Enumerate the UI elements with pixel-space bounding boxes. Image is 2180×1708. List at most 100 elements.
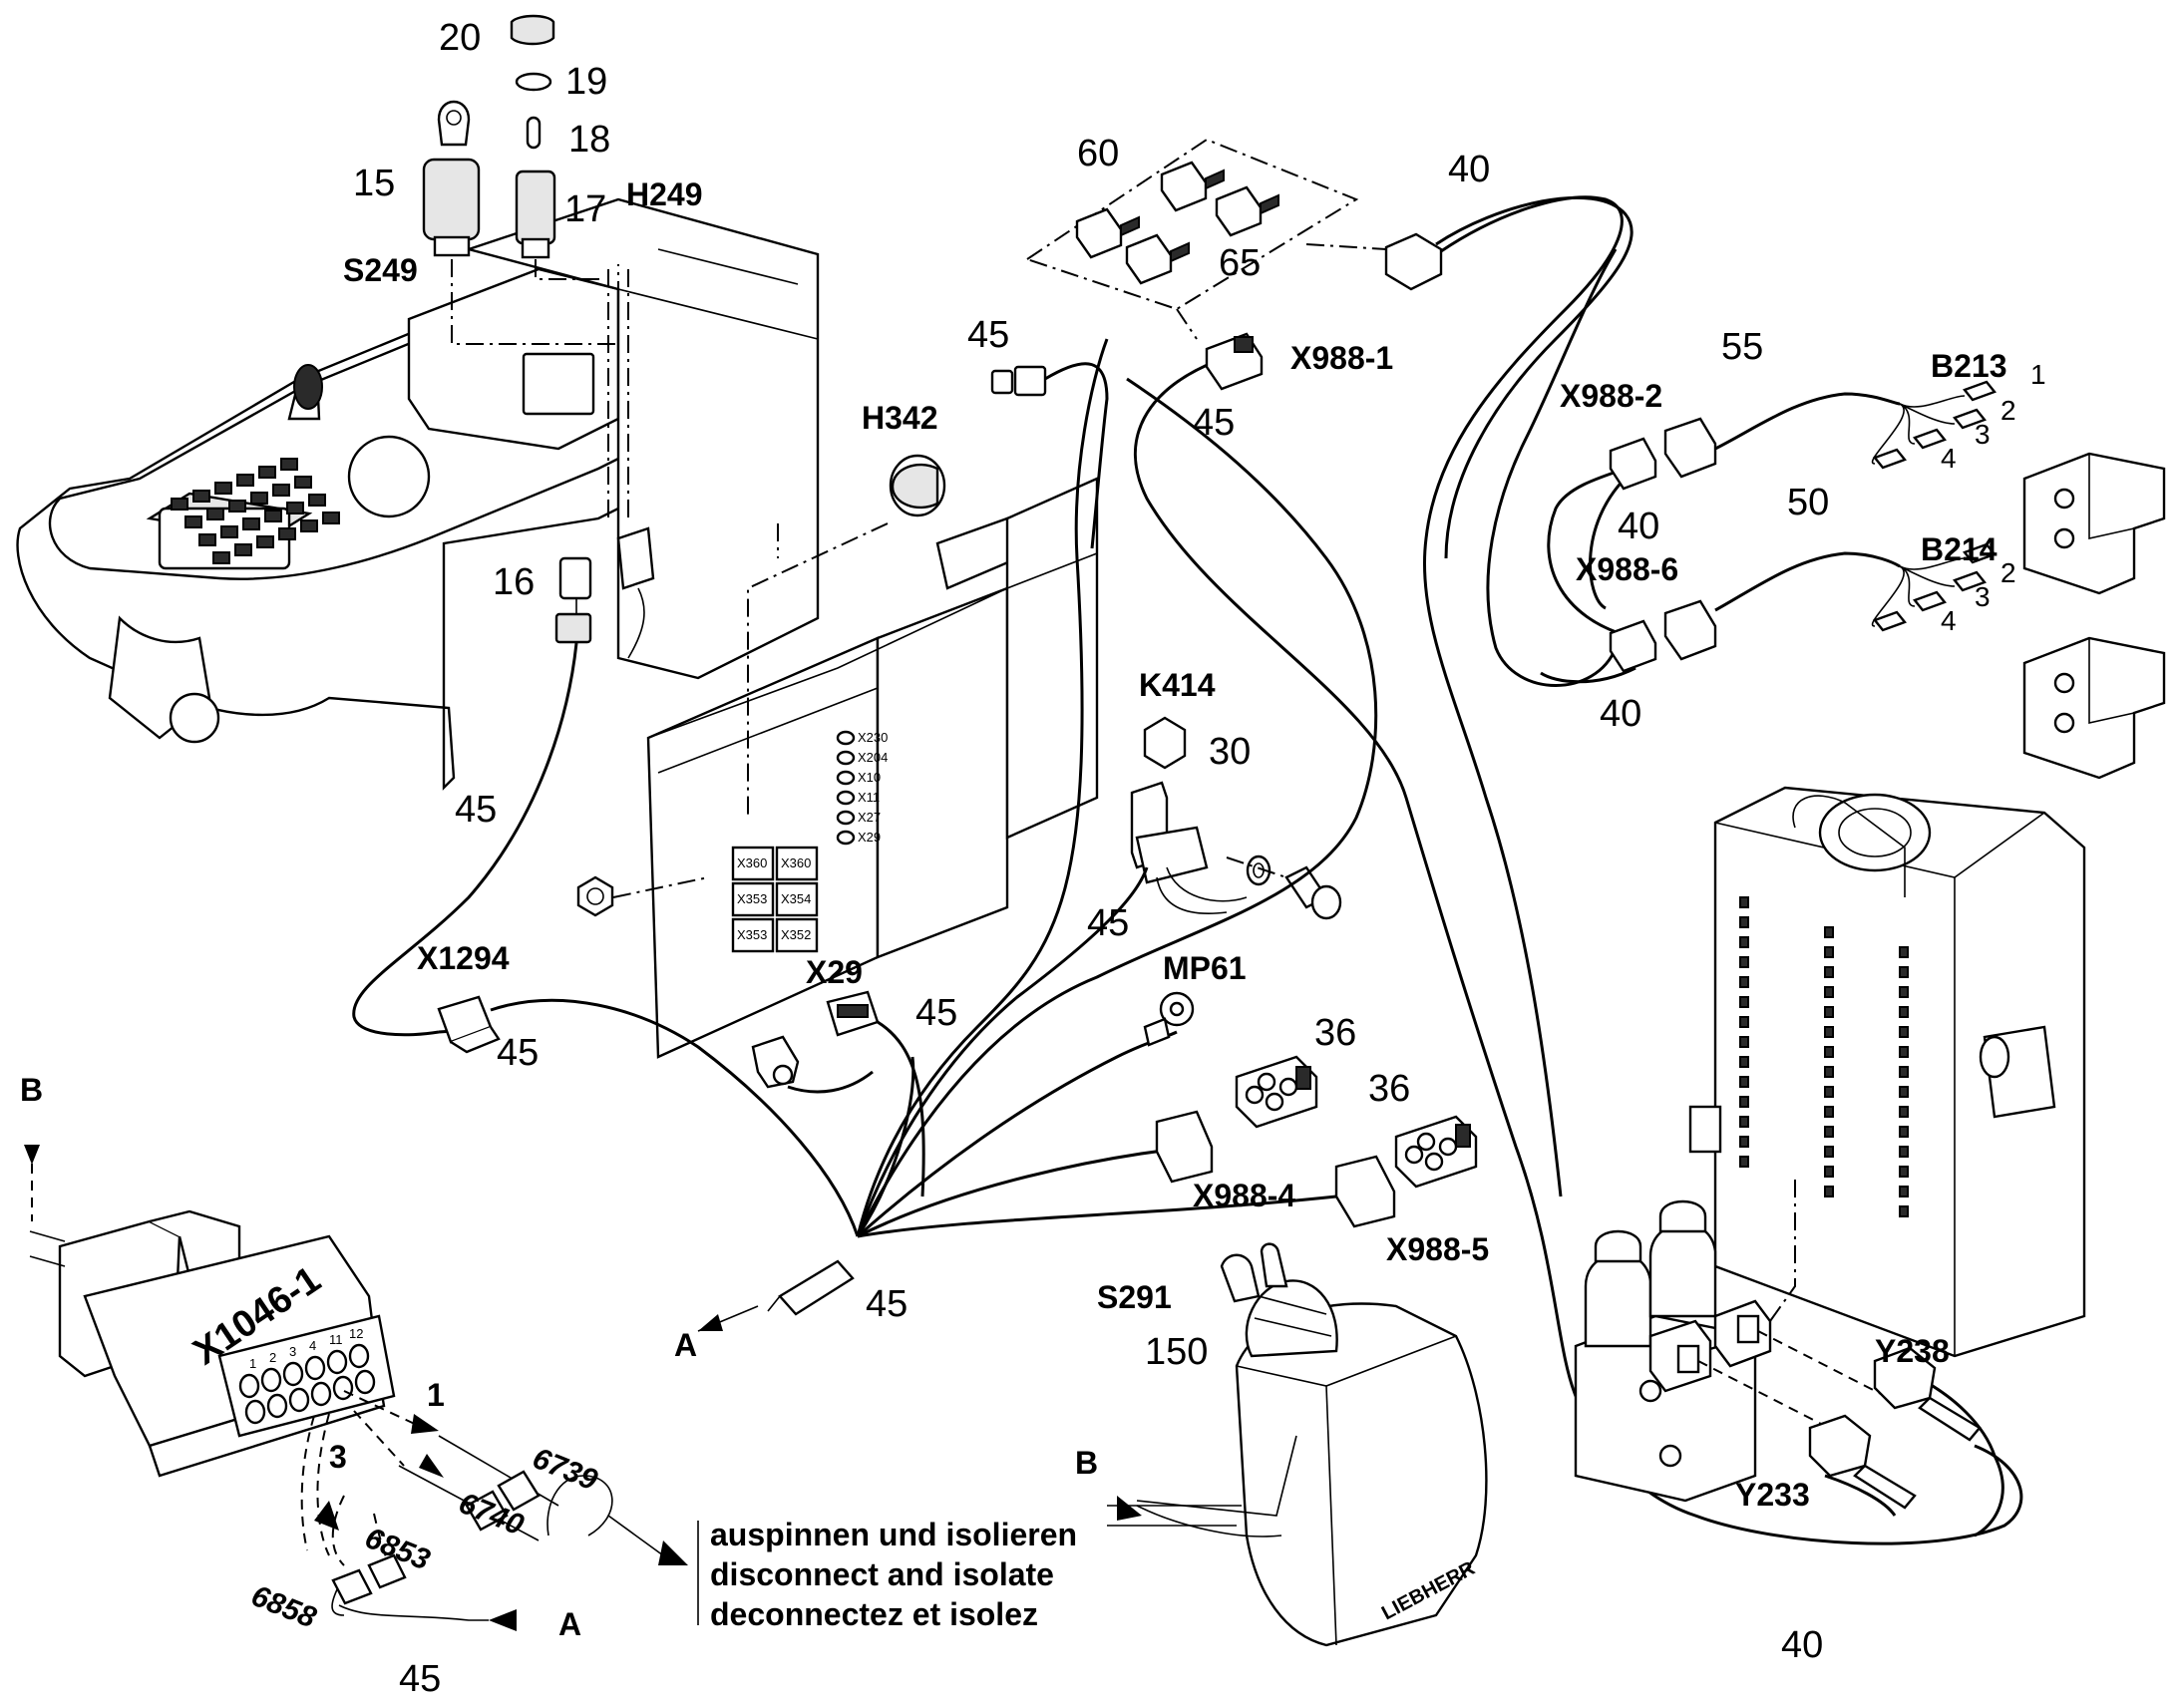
bullet-connector-cap (1260, 193, 1279, 215)
connector-socket (310, 1381, 332, 1407)
terminal-tick (1824, 926, 1834, 938)
terminal-tick (1824, 1106, 1834, 1118)
console-switch (184, 515, 202, 528)
label-19: 19 (565, 61, 607, 103)
label-30: 30 (1209, 731, 1251, 773)
note-en: disconnect and isolate (710, 1556, 1054, 1592)
label-h342: H342 (862, 400, 938, 436)
connector-socket (354, 1369, 376, 1395)
relay-box (731, 881, 775, 917)
joystick-s291: LIEBHERR (1136, 1242, 1488, 1647)
connector-socket (260, 1367, 282, 1393)
connector-socket (282, 1361, 304, 1387)
label-x988-2: X988-2 (1560, 378, 1662, 414)
bullet-connector (1215, 185, 1263, 237)
relay-box-label: X352 (781, 927, 811, 942)
label-45-top: 45 (967, 314, 1009, 356)
terminal-tick (1899, 1146, 1909, 1158)
sensor-pin-number: 1 (2030, 359, 2046, 390)
console-switch (258, 466, 276, 479)
console-switch (272, 484, 290, 497)
console-switch (192, 490, 210, 503)
bullet-connector (1160, 161, 1208, 212)
terminal-tick (1739, 1016, 1749, 1028)
plug-y233 (1808, 1414, 1917, 1510)
sensor-pin (1913, 590, 1947, 612)
sensor-bracket-b213 (2022, 452, 2166, 595)
connector-socket (304, 1355, 326, 1381)
label-17: 17 (564, 188, 606, 230)
ref-b-joystick: B (1075, 1445, 1098, 1481)
terminal-tick (1739, 1116, 1749, 1128)
socket-number: 3 (289, 1344, 296, 1359)
label-20: 20 (439, 17, 481, 59)
label-s249: S249 (343, 252, 418, 288)
terminal-tick (1899, 966, 1909, 978)
terminal-tick (1824, 1066, 1834, 1078)
terminal-tick (1739, 976, 1749, 988)
connectors-x988-2-x988-6 (1609, 417, 1717, 673)
hydraulic-unit (1688, 786, 2086, 1358)
console-switch (236, 474, 254, 487)
note-fr: deconnectez et isolez (710, 1596, 1038, 1632)
console-switch (278, 527, 296, 540)
label-40-b214: 40 (1600, 693, 1641, 735)
socket-number: 1 (249, 1356, 256, 1371)
label-18: 18 (568, 119, 610, 161)
wire-6739: 6739 (528, 1442, 602, 1498)
label-45-x29: 45 (915, 992, 957, 1034)
console-switch (206, 508, 224, 520)
connector-16 (554, 526, 655, 659)
valve-block (1574, 1177, 1886, 1503)
terminal-tick (1824, 1026, 1834, 1038)
label-k414: K414 (1139, 667, 1216, 703)
sensor-pin (1953, 570, 1987, 592)
console-switch (171, 498, 188, 511)
label-x988-5: X988-5 (1386, 1231, 1489, 1267)
terminal-block-36b (1394, 1115, 1478, 1189)
note-de: auspinnen und isolieren (710, 1517, 1077, 1552)
relay-socket-label: X27 (858, 810, 881, 825)
label-45-left: 45 (455, 789, 497, 831)
label-65: 65 (1219, 242, 1261, 284)
relay-socket (836, 790, 856, 806)
console-switch (264, 510, 282, 522)
console-switch (280, 458, 298, 471)
console-switch (220, 525, 238, 538)
label-y238: Y238 (1875, 1333, 1950, 1369)
terminal-tick (1739, 1036, 1749, 1048)
label-y233: Y233 (1735, 1477, 1810, 1513)
console-switch (300, 519, 318, 532)
relay-box (731, 917, 775, 953)
relay-box (731, 846, 775, 881)
relay-socket (836, 810, 856, 826)
ref-b-left: B (20, 1072, 43, 1108)
terminal-tick (1824, 1006, 1834, 1018)
bullet-connector (1075, 207, 1123, 259)
terminal-tick (1739, 1136, 1749, 1148)
sensor-pin-number: 3 (1975, 581, 1991, 612)
terminal-tick (1899, 1086, 1909, 1098)
terminal-tick (1739, 896, 1749, 908)
connector-x988-5 (1334, 1155, 1396, 1228)
relay-box (775, 846, 819, 881)
label-50: 50 (1787, 482, 1829, 523)
label-45-x1294: 45 (497, 1032, 539, 1074)
terminal-tick (1824, 1086, 1834, 1098)
terminal-tick (1899, 1186, 1909, 1197)
label-150: 150 (1145, 1331, 1208, 1373)
label-b213: B213 (1931, 348, 2007, 384)
relay-box-label: X353 (737, 927, 767, 942)
terminal-tick (1824, 1126, 1834, 1138)
label-mp61: MP61 (1163, 950, 1247, 986)
sensor-pin (1873, 448, 1907, 470)
relay-box-label: X353 (737, 891, 767, 906)
relay-box-label: X360 (737, 855, 767, 870)
terminal-tick (1824, 1146, 1834, 1158)
label-h249: H249 (626, 176, 703, 212)
operator-console (16, 197, 820, 791)
connector-45-top (990, 365, 1047, 397)
bullet-connector (1125, 233, 1173, 285)
